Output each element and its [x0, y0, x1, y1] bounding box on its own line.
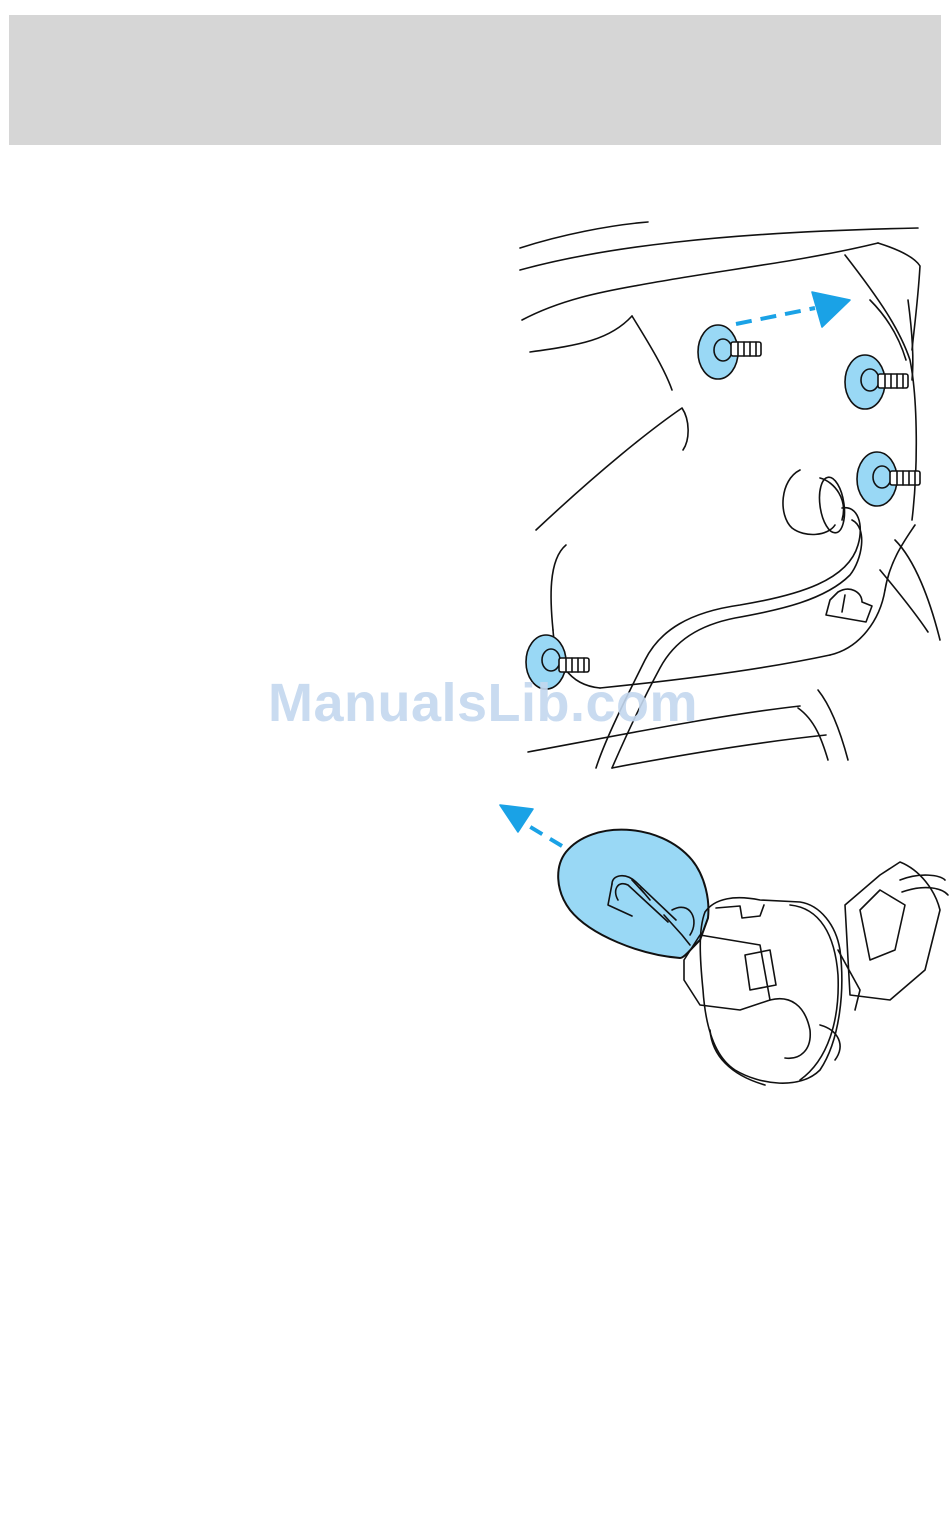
bulb — [558, 830, 708, 958]
arrow-remove-housing — [736, 292, 850, 327]
watermark-text: ManualsLib.com — [268, 672, 698, 734]
bolt-right-middle — [857, 452, 920, 506]
bulb-socket — [684, 862, 948, 1085]
bolt-right-upper — [845, 355, 908, 409]
bolt-top-left — [698, 325, 761, 379]
arrow-pull-bulb — [500, 805, 562, 846]
